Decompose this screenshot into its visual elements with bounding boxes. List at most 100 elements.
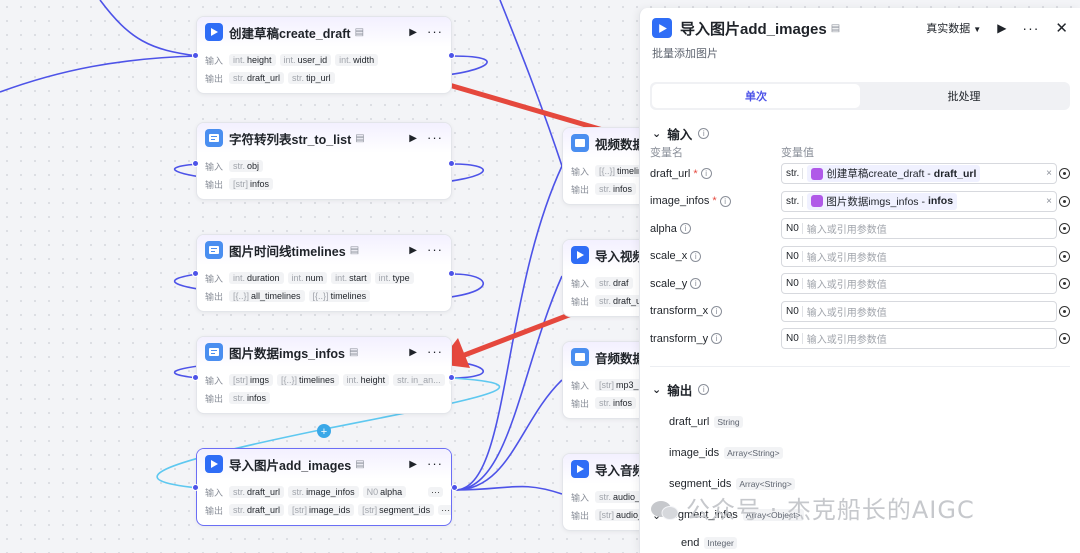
param-value-field[interactable]: str. 创建草稿create_draft - draft_url × <box>781 163 1057 185</box>
more-outputs-button[interactable]: ··· <box>438 505 451 515</box>
param-value-field[interactable]: N0 输入或引用参数值 <box>781 273 1057 295</box>
variable-ref-icon[interactable] <box>1059 195 1070 207</box>
clear-icon[interactable]: × <box>1046 195 1052 207</box>
output-row: 输出 str.draft_url str.tip_url <box>197 69 451 87</box>
output-name: segment_ids <box>669 478 732 490</box>
output-type: String <box>714 416 743 428</box>
more-button[interactable]: ··· <box>1022 20 1040 36</box>
input-label: 输入 <box>205 375 224 386</box>
node-settings-panel: 导入图片add_images ▤ 真实数据 ▼ ▶ ··· ✕ 批量添加图片 单… <box>639 8 1080 553</box>
chevron-down-icon: ⌄ <box>652 384 662 396</box>
node-add-images[interactable]: 导入图片add_images ▤ ▶ ··· 输入 str.draft_url … <box>196 448 452 526</box>
svg-text:+: + <box>321 426 327 438</box>
output-name: draft_url <box>669 416 710 428</box>
param-row-image-infos: image_infos*i str. 图片数据imgs_infos - info… <box>640 188 1080 216</box>
run-button[interactable]: ▶ <box>409 244 417 256</box>
input-label: 输入 <box>205 273 224 284</box>
reference-chip[interactable]: 创建草稿create_draft - draft_url <box>807 165 981 183</box>
input-port[interactable] <box>192 484 199 491</box>
output-label: 输出 <box>205 73 224 84</box>
output-label: 输出 <box>571 510 590 521</box>
more-button[interactable]: ··· <box>427 344 443 359</box>
clear-icon[interactable]: × <box>1046 168 1052 180</box>
input-port[interactable] <box>192 270 199 277</box>
node-str-to-list[interactable]: 字符转列表str_to_list ▤ ▶ ··· 输入 str.obj 输出 [… <box>196 122 452 200</box>
node-ref-icon <box>811 195 824 208</box>
output-item: segment_ids Array<String> <box>640 469 1080 500</box>
output-port[interactable] <box>448 160 455 167</box>
plugin-icon <box>571 460 589 478</box>
input-tag: str.draf <box>595 277 633 289</box>
node-header: 创建草稿create_draft ▤ ▶ ··· <box>197 17 451 47</box>
run-button[interactable]: ▶ <box>409 132 417 144</box>
info-icon: i <box>698 384 710 395</box>
save-icon: ▤ <box>349 346 359 358</box>
type-tag: str. <box>786 168 804 180</box>
reference-chip[interactable]: 图片数据imgs_infos - infos <box>807 192 958 210</box>
output-row: 输出 str.draft_url [str]image_ids [str]seg… <box>197 501 451 519</box>
output-type: Array<Object> <box>742 509 804 521</box>
input-port[interactable] <box>192 52 199 59</box>
info-icon: i <box>700 168 712 180</box>
output-tag: str.draft_url <box>229 504 285 516</box>
input-row: 输入 int.height int.user_id int.width <box>197 51 451 69</box>
output-port[interactable] <box>448 374 455 381</box>
tab-single[interactable]: 单次 <box>652 84 860 108</box>
variable-ref-icon[interactable] <box>1059 305 1070 317</box>
input-row: 输入 str.draf <box>563 274 661 292</box>
more-inputs-button[interactable]: ··· <box>428 487 443 497</box>
run-button[interactable]: ▶ <box>997 21 1007 35</box>
run-button[interactable]: ▶ <box>409 346 417 358</box>
type-tag: N0 <box>786 278 803 290</box>
variable-ref-icon[interactable] <box>1059 250 1070 262</box>
type-tag: N0 <box>786 333 803 345</box>
output-port[interactable] <box>451 484 458 491</box>
chevron-down-icon: ⌄ <box>652 127 662 140</box>
param-value-field[interactable]: N0 输入或引用参数值 <box>781 245 1057 267</box>
more-button[interactable]: ··· <box>427 24 443 39</box>
node-imgs-infos[interactable]: 图片数据imgs_infos ▤ ▶ ··· 输入 [str]imgs [{..… <box>196 336 452 414</box>
more-button[interactable]: ··· <box>427 242 443 257</box>
param-value-field[interactable]: N0 输入或引用参数值 <box>781 328 1057 350</box>
run-button[interactable]: ▶ <box>409 26 417 38</box>
save-icon: ▤ <box>354 26 365 38</box>
code-icon <box>205 129 223 147</box>
output-port[interactable] <box>448 52 455 59</box>
code-icon <box>205 241 223 259</box>
variable-ref-icon[interactable] <box>1059 223 1070 235</box>
variable-ref-icon[interactable] <box>1059 168 1070 180</box>
output-tag: [{..}]timelines <box>308 290 371 302</box>
param-name: draft_url <box>650 167 691 180</box>
node-timelines[interactable]: 图片时间线timelines ▤ ▶ ··· 输入 int.duration i… <box>196 234 452 312</box>
input-port[interactable] <box>192 374 199 381</box>
output-row: 输出 str.infos <box>197 389 451 407</box>
output-port[interactable] <box>448 270 455 277</box>
type-tag: N0 <box>786 305 803 317</box>
output-section-header[interactable]: ⌄ 输出 i <box>640 379 1080 401</box>
more-button[interactable]: ··· <box>427 456 443 471</box>
input-section-header[interactable]: ⌄ 输入 i <box>640 122 1080 144</box>
output-label: 输出 <box>205 505 224 516</box>
param-value-field[interactable]: N0 输入或引用参数值 <box>781 300 1057 322</box>
type-tag: N0 <box>786 223 803 235</box>
param-value-field[interactable]: str. 图片数据imgs_infos - infos × <box>781 190 1057 212</box>
node-video-data[interactable]: 视频数据 输入 [{..}]timeline 输出 str.infos <box>562 127 662 205</box>
panel-title: 导入图片add_images <box>680 20 827 38</box>
node-create-draft[interactable]: 创建草稿create_draft ▤ ▶ ··· 输入 int.height i… <box>196 16 452 94</box>
output-name: end <box>681 536 700 549</box>
variable-ref-icon[interactable] <box>1059 333 1070 345</box>
param-value-field[interactable]: N0 输入或引用参数值 <box>781 218 1057 240</box>
data-mode-dropdown[interactable]: 真实数据 ▼ <box>926 23 982 35</box>
input-tag: int.type <box>374 272 414 284</box>
tab-batch[interactable]: 批处理 <box>947 91 981 103</box>
more-button[interactable]: ··· <box>427 130 443 145</box>
close-icon[interactable]: ✕ <box>1055 20 1068 37</box>
run-button[interactable]: ▶ <box>409 458 417 470</box>
node-audio-data[interactable]: 音频数据 输入 [str]mp3_url 输出 str.infos <box>562 341 662 419</box>
input-row: 输入 [{..}]timeline <box>563 162 661 180</box>
input-port[interactable] <box>192 160 199 167</box>
variable-ref-icon[interactable] <box>1059 278 1070 290</box>
output-tag: [{..}]all_timelines <box>229 290 305 302</box>
node-title: 图片数据imgs_infos <box>229 346 345 361</box>
